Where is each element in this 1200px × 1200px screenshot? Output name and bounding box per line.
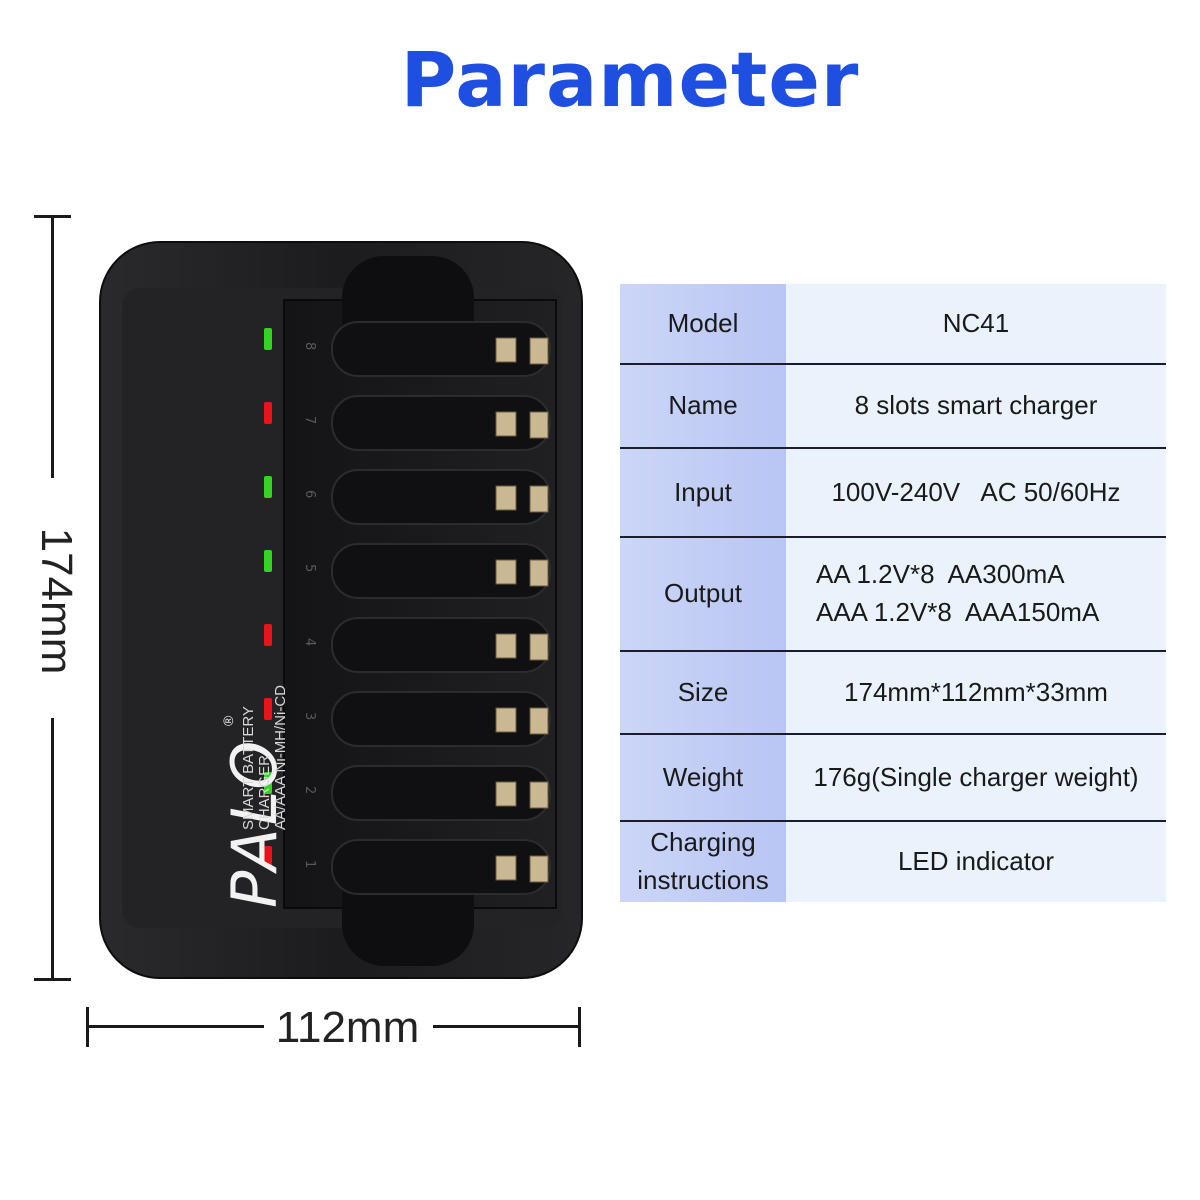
spec-row-size: Size 174mm*112mm*33mm [620, 651, 1166, 735]
battery-slot [331, 617, 551, 673]
led-indicator-green [264, 772, 272, 794]
brand-line-1: SMART BATTERY [240, 706, 257, 830]
width-dim-line-left [86, 1025, 264, 1028]
spec-row-weight: Weight 176g(Single charger weight) [620, 734, 1166, 822]
brand-line-2: CHARGER [256, 754, 273, 830]
slot-contact [495, 559, 517, 585]
spec-row-input: Input 100V-240V AC 50/60Hz [620, 448, 1166, 538]
led-indicator-green [264, 476, 272, 498]
spec-value: 8 slots smart charger [786, 364, 1166, 449]
height-dim-label: 174mm [32, 527, 81, 675]
slot-contact [495, 337, 517, 363]
slot-number: 6 [302, 490, 317, 498]
slot-contact [529, 855, 549, 883]
slot-number: 4 [302, 638, 317, 646]
spec-key-line: instructions [637, 865, 769, 895]
slot-number: 3 [302, 712, 317, 720]
led-indicator-red [264, 624, 272, 646]
spec-row-model: Model NC41 [620, 284, 1166, 365]
spec-row-name: Name 8 slots smart charger [620, 364, 1166, 449]
spec-table: Model NC41 Name 8 slots smart charger In… [620, 284, 1166, 902]
spec-key: Charging instructions [620, 821, 786, 902]
slot-contact [529, 707, 549, 735]
spec-key: Input [620, 448, 786, 538]
spec-value: 176g(Single charger weight) [786, 734, 1166, 822]
brand-block: PALO ® SMART BATTERY CHARGER AA/AAA Ni-M… [210, 628, 330, 928]
led-indicator-green [264, 328, 272, 350]
width-dim-label: 112mm [275, 1003, 420, 1052]
spec-value: NC41 [786, 284, 1166, 365]
slot-contact [495, 781, 517, 807]
spec-value: AA 1.2V*8 AA300mA AAA 1.2V*8 AAA150mA [786, 537, 1166, 652]
slot-number: 1 [302, 860, 317, 868]
spec-key: Name [620, 364, 786, 449]
battery-slot [331, 469, 551, 525]
slot-number: 5 [302, 564, 317, 572]
spec-key: Model [620, 284, 786, 365]
slot-contact [495, 411, 517, 437]
height-dim-line-bottom [51, 718, 54, 980]
led-indicator-green [264, 550, 272, 572]
slot-number: 7 [302, 416, 317, 424]
slot-contact [529, 485, 549, 513]
slot-number: 8 [302, 342, 317, 350]
spec-value-line: AAA 1.2V*8 AAA150mA [816, 597, 1100, 627]
spec-row-charging-instructions: Charging instructions LED indicator [620, 821, 1166, 902]
spec-value-line: AA 1.2V*8 AA300mA [816, 559, 1065, 590]
slot-number: 2 [302, 786, 317, 794]
battery-slot [331, 395, 551, 451]
battery-slot [331, 543, 551, 599]
height-dim-cap-bottom [34, 978, 71, 981]
page-title: Parameter [400, 35, 860, 124]
charger-body-svg: 8 7 6 5 4 3 2 1 [99, 241, 583, 979]
brand-line-3: AA/AAA Ni-MH/Ni-CD [272, 684, 289, 830]
spec-value: LED indicator [786, 821, 1166, 902]
width-dim-line-right [433, 1025, 581, 1028]
slot-contact [529, 559, 549, 587]
spec-row-output: Output AA 1.2V*8 AA300mA AAA 1.2V*8 AAA1… [620, 537, 1166, 652]
slot-contact [495, 633, 517, 659]
slot-contact [495, 485, 517, 511]
registered-mark: ® [220, 715, 236, 726]
led-indicator-red [264, 846, 272, 868]
spec-key: Weight [620, 734, 786, 822]
spec-key: Output [620, 537, 786, 652]
led-indicator-red [264, 698, 272, 720]
spec-value: 100V-240V AC 50/60Hz [786, 448, 1166, 538]
charger-image: 8 7 6 5 4 3 2 1 PALO ® SMART BATTERY CHARGER AA… [98, 238, 584, 982]
slot-contact [529, 781, 549, 809]
spec-value: 174mm*112mm*33mm [786, 651, 1166, 735]
spec-key-line: Charging [650, 827, 756, 858]
slot-contact [495, 707, 517, 733]
slot-contact [495, 855, 517, 881]
battery-slot [331, 691, 551, 747]
slot-contact [529, 411, 549, 439]
battery-slot [331, 321, 551, 377]
led-indicator-red [264, 402, 272, 424]
slot-contact [529, 337, 549, 365]
width-dim-cap-right [578, 1007, 581, 1047]
battery-slot [331, 839, 551, 895]
spec-key: Size [620, 651, 786, 735]
spec-value-text: 100V-240V AC 50/60Hz [831, 476, 1121, 507]
height-dim-line-top [51, 215, 54, 478]
battery-slot [331, 765, 551, 821]
slot-contact [529, 633, 549, 661]
